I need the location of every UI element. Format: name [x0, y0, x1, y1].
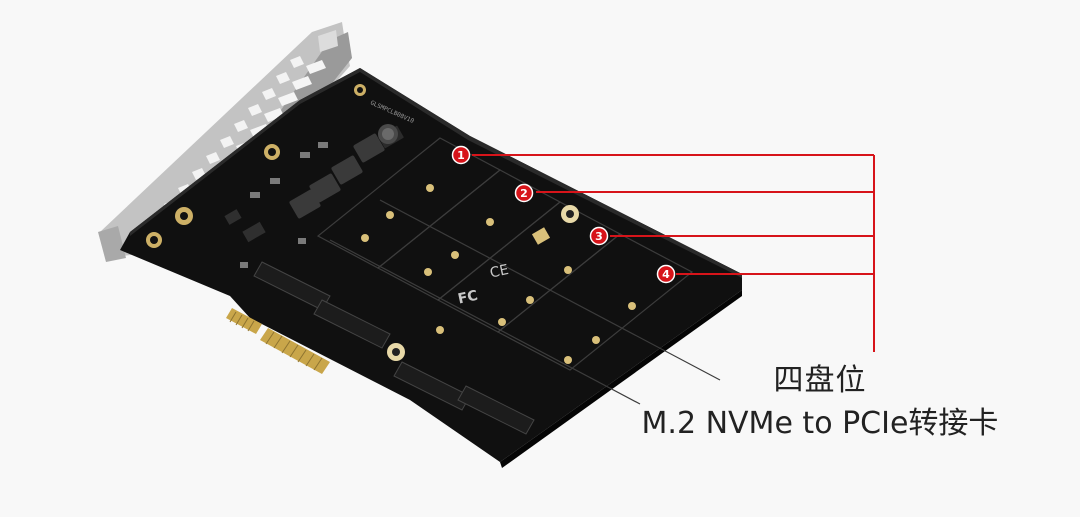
- slot-marker-3-label: 3: [595, 230, 603, 243]
- slot-marker-4: 4: [656, 264, 676, 284]
- power-components: [224, 124, 404, 268]
- slot-marker-1-label: 1: [457, 149, 465, 162]
- m2-connectors: [253, 261, 535, 435]
- callout-lines: [472, 154, 875, 352]
- m2-slot-outlines: [316, 137, 721, 405]
- slot-marker-4-label: 4: [662, 268, 670, 281]
- slot-marker-1: 1: [451, 145, 471, 165]
- slot-marker-2: 2: [514, 183, 534, 203]
- certification-marks: [531, 227, 551, 245]
- caption-title: 四盘位: [773, 363, 867, 398]
- pcb-board: CE FC GLSMPCLB08V10: [120, 68, 742, 468]
- ce-mark: CE: [489, 262, 511, 282]
- slot-marker-2-label: 2: [520, 187, 528, 200]
- brass-standoffs: [146, 84, 579, 361]
- product-caption: 四盘位 M.2 NVMe to PCIe转接卡: [590, 360, 1050, 446]
- pcie-gold-contacts: [226, 308, 330, 374]
- slot-marker-3: 3: [589, 226, 609, 246]
- fc-mark: FC: [457, 288, 480, 308]
- caption-subtitle: M.2 NVMe to PCIe转接卡: [641, 406, 999, 441]
- mounting-holes: [361, 184, 636, 364]
